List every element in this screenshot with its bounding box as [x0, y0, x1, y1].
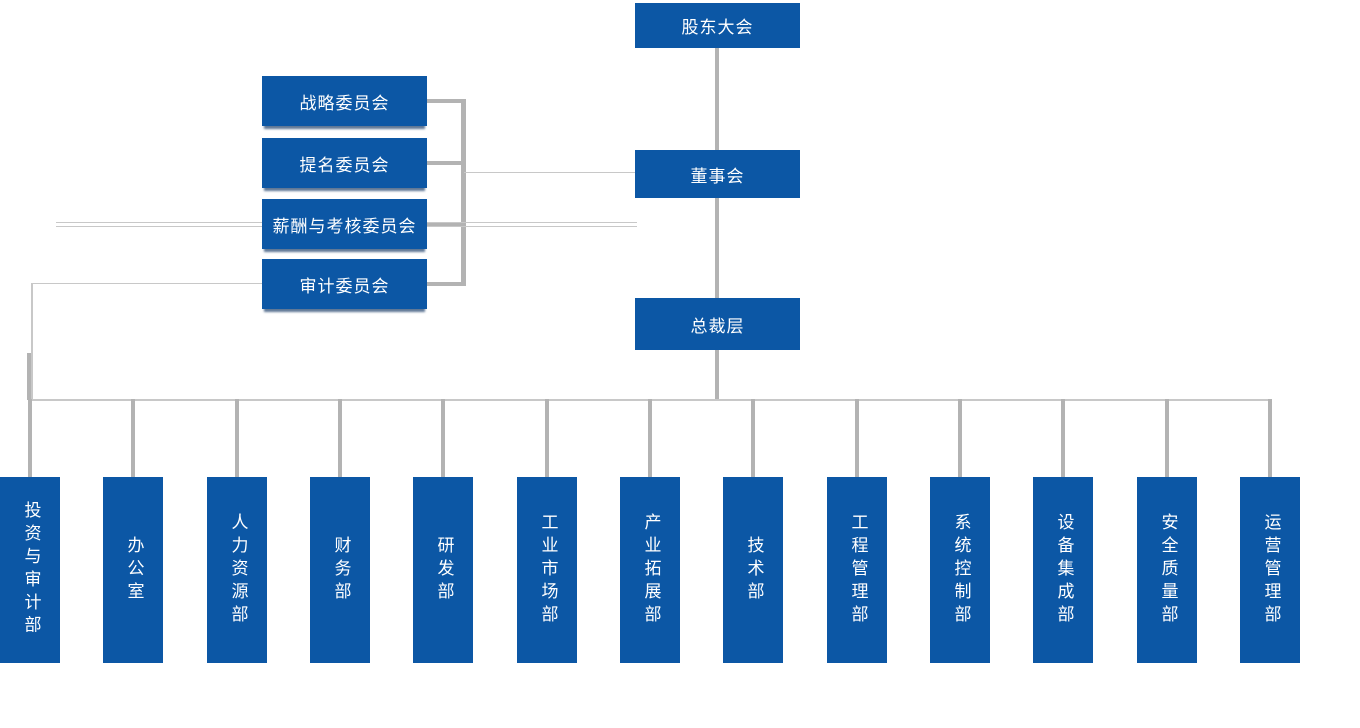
dept-human-resources-label: 人力资源部	[227, 512, 248, 628]
node-committee-compensation-assessment: 薪酬与考核委员会	[262, 199, 427, 249]
committee-nomination-label: 提名委员会	[299, 155, 390, 176]
connector-rail-board	[464, 172, 635, 173]
board-of-directors-label: 董事会	[690, 166, 745, 187]
node-dept-safety-quality: 安全质量部	[1137, 477, 1197, 663]
connector-drop-dept-4	[338, 399, 342, 477]
node-dept-human-resources: 人力资源部	[207, 477, 267, 663]
committee-strategy-label: 战略委员会	[299, 93, 390, 114]
connector-committee-rail	[461, 99, 466, 286]
committee-compensation-assessment-label: 薪酬与考核委员会	[272, 216, 417, 237]
node-dept-industry-expansion: 产业拓展部	[620, 477, 680, 663]
node-dept-technology: 技术部	[723, 477, 783, 663]
dept-system-control-label: 系统控制部	[950, 512, 971, 628]
connector-drop-dept-10	[958, 399, 962, 477]
dept-operations-management-label: 运营管理部	[1260, 512, 1281, 628]
dept-engineering-management-label: 工程管理部	[847, 512, 868, 628]
connector-drop-dept-13	[1268, 399, 1272, 477]
connector-drop-dept-5	[441, 399, 445, 477]
node-dept-investment-audit: 投资与审计部	[0, 477, 60, 663]
dept-office-label: 办公室	[123, 535, 144, 605]
connector-drop-dept-11	[1061, 399, 1065, 477]
connector-stub-audit	[427, 282, 463, 286]
node-dept-office: 办公室	[103, 477, 163, 663]
connector-stub-nomination	[427, 161, 463, 165]
connector-president-bus	[715, 350, 719, 399]
connector-drop-dept-1	[28, 399, 32, 477]
dept-equipment-integration-label: 设备集成部	[1053, 512, 1074, 628]
dept-investment-audit-label: 投资与审计部	[20, 501, 41, 639]
connector-drop-dept-12	[1165, 399, 1169, 477]
dept-research-development-label: 研发部	[433, 535, 454, 605]
node-dept-engineering-management: 工程管理部	[827, 477, 887, 663]
connector-drop-dept-9	[855, 399, 859, 477]
connector-drop-dept-7	[648, 399, 652, 477]
shareholders-meeting-label: 股东大会	[681, 18, 754, 38]
dept-industry-expansion-label: 产业拓展部	[640, 512, 661, 628]
node-board-of-directors: 董事会	[635, 150, 800, 198]
dept-safety-quality-label: 安全质量部	[1157, 512, 1178, 628]
connector-drop-dept-2	[131, 399, 135, 477]
connector-shareholders-board	[715, 48, 719, 150]
connector-board-president	[715, 198, 719, 298]
connector-stub-compensation	[427, 222, 463, 226]
node-president-level: 总裁层	[635, 298, 800, 350]
node-shareholders-meeting: 股东大会	[635, 3, 800, 48]
node-dept-operations-management: 运营管理部	[1240, 477, 1300, 663]
dept-finance-label: 财务部	[330, 535, 351, 605]
connector-drop-dept-8	[751, 399, 755, 477]
connector-audit-left-horizontal	[31, 283, 262, 284]
node-dept-finance: 财务部	[310, 477, 370, 663]
node-committee-strategy: 战略委员会	[262, 76, 427, 126]
dept-technology-label: 技术部	[743, 535, 764, 605]
dept-industrial-market-label: 工业市场部	[537, 512, 558, 628]
node-dept-system-control: 系统控制部	[930, 477, 990, 663]
connector-drop-dept-6	[545, 399, 549, 477]
committee-audit-label: 审计委员会	[299, 276, 390, 297]
node-committee-audit: 审计委员会	[262, 259, 427, 309]
connector-drop-dept-3	[235, 399, 239, 477]
connector-stub-strategy	[427, 99, 463, 103]
node-committee-nomination: 提名委员会	[262, 138, 427, 188]
connector-audit-drop-overlay	[27, 353, 31, 400]
connector-audit-left-vertical	[31, 283, 33, 400]
node-dept-industrial-market: 工业市场部	[517, 477, 577, 663]
node-dept-equipment-integration: 设备集成部	[1033, 477, 1093, 663]
node-dept-research-development: 研发部	[413, 477, 473, 663]
president-level-label: 总裁层	[690, 316, 745, 337]
